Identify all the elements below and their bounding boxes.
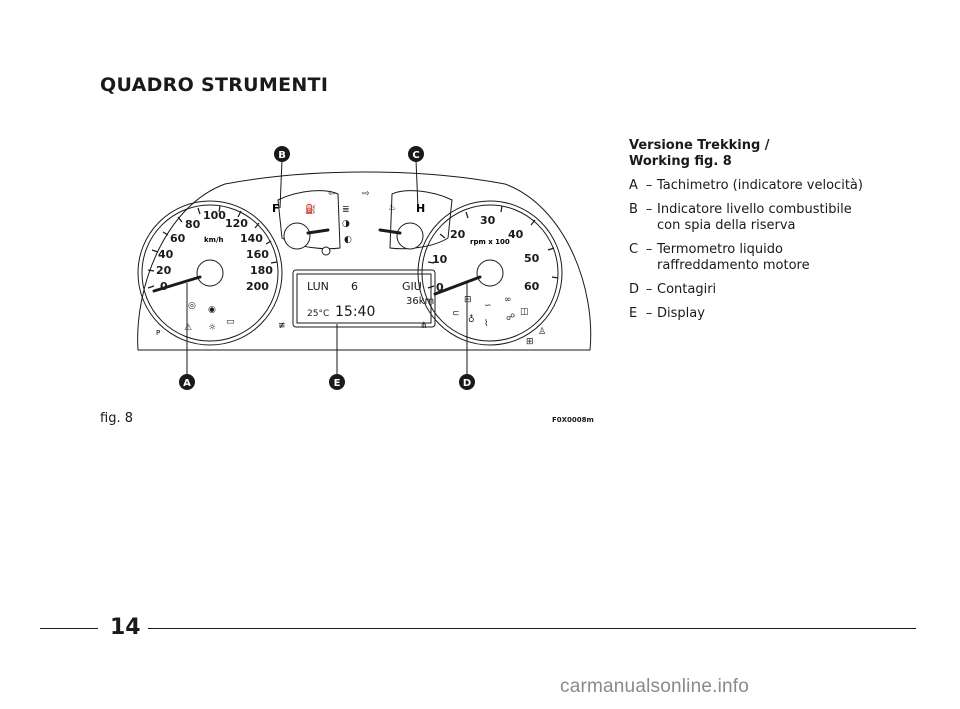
glow-plug-icon: ☼ xyxy=(208,323,216,333)
figure-code: F0X0008m xyxy=(552,416,594,424)
callout-badges: B C A E D xyxy=(179,146,475,390)
warning-lamps: ⛽ ⇦ ⇨ ≣ ◑ ◐ ♨ ◎ ◉ ⚠ ☼ ▭ ≢ ⋔ ⊟ ⊂ ♁ ∽ ⌇ ∞ … xyxy=(184,189,546,347)
temp-gauge-hub xyxy=(396,222,424,250)
rpm-tick-label: 40 xyxy=(508,228,524,241)
needles xyxy=(152,228,482,296)
display-day: LUN xyxy=(307,280,329,293)
speed-tick-label: 140 xyxy=(240,232,263,245)
speed-tick-label: 100 xyxy=(203,209,226,222)
display-trip: 36km xyxy=(406,296,434,307)
hazard-warning-icon: ⚠ xyxy=(184,323,192,333)
speed-tick-label: 80 xyxy=(185,218,201,231)
rpm-tick-label: 20 xyxy=(450,228,466,241)
fuel-needle xyxy=(306,228,330,235)
person-icon: ♙ xyxy=(538,327,546,337)
seatbelt-icon: ⌇ xyxy=(484,318,488,329)
cruise-icon: ◫ xyxy=(520,307,529,317)
parking-light-icon: ◐ xyxy=(344,235,352,245)
abs-icon: ◉ xyxy=(208,305,216,315)
rpm-tick-label: 10 xyxy=(432,253,448,266)
airbag-icon: ☍ xyxy=(506,313,515,323)
display-contents: LUN 6 GIU 36km 25°C 15:40 xyxy=(307,280,434,320)
page-title: QUADRO STRUMENTI xyxy=(100,74,329,96)
figure-caption: fig. 8 xyxy=(100,411,133,426)
rpm-tick-label: 50 xyxy=(524,252,540,265)
rpm-tick-label: 0 xyxy=(436,281,444,294)
display-date: 6 xyxy=(351,280,358,293)
callout-d: D xyxy=(463,378,471,389)
legend-item-e: E– Display xyxy=(629,306,705,321)
legend-heading: Versione Trekking / Working fig. 8 xyxy=(629,138,929,170)
temp-hot-mark: H xyxy=(416,202,425,215)
speedometer-ticks xyxy=(147,205,278,289)
cluster-housing xyxy=(137,171,592,351)
center-display-frame xyxy=(292,269,436,328)
page-rule-right xyxy=(148,628,916,629)
watermark: carmanualsonline.info xyxy=(560,676,750,697)
speed-tick-label: 180 xyxy=(250,264,273,277)
low-beam-icon: ◑ xyxy=(342,219,350,229)
speedometer-unit: km/h xyxy=(204,236,224,244)
charging-icon: ⊟ xyxy=(464,295,472,305)
callout-leaders xyxy=(186,159,468,376)
tachometer-unit: rpm x 100 xyxy=(470,238,510,246)
callout-b: B xyxy=(278,150,286,161)
instrument-cluster-figure: 0 20 40 60 80 100 120 140 160 180 200 km… xyxy=(130,138,600,398)
side-legend: Versione Trekking / Working fig. 8 A– Ta… xyxy=(629,138,929,330)
rpm-tick-label: 30 xyxy=(480,214,496,227)
fuel-pump-icon: ⛽ xyxy=(305,203,316,215)
engine-icon: ⊂ xyxy=(452,309,460,319)
legend-item-d: D– Contagiri xyxy=(629,282,717,297)
rear-fog-icon: ⋔ xyxy=(420,321,428,331)
page-number: 14 xyxy=(110,615,141,640)
brake-icon: ◎ xyxy=(188,301,196,311)
turn-right-icon: ⇨ xyxy=(362,189,370,199)
tachometer-hub xyxy=(476,259,504,287)
display-time: 15:40 xyxy=(335,304,375,320)
speed-tick-label: 40 xyxy=(158,248,174,261)
tachometer-labels: 0 10 20 30 40 50 60 xyxy=(432,214,540,294)
page-rule-left xyxy=(40,628,98,629)
legend-heading-line: Versione Trekking / xyxy=(629,138,770,153)
heated-window-icon: ⊞ xyxy=(526,337,534,347)
oil-icon: ♁ xyxy=(468,314,475,325)
coolant-temp-icon: ♨ xyxy=(388,203,396,213)
legend-heading-line: Working fig. 8 xyxy=(629,154,732,169)
speedometer-labels: 0 20 40 60 80 100 120 140 160 180 200 xyxy=(156,209,273,293)
speedometer-needle xyxy=(152,275,202,293)
instrument-cluster-drawing: 0 20 40 60 80 100 120 140 160 180 200 km… xyxy=(137,146,592,390)
fog-light-icon: ≢ xyxy=(278,321,286,331)
legend-item-b: B– Indicatore livello combustibile con s… xyxy=(629,202,852,233)
display-temp: 25°C xyxy=(307,309,329,319)
speed-tick-label: 160 xyxy=(246,248,269,261)
speedometer-dial xyxy=(137,200,283,346)
legend-item-a: A– Tachimetro (indicatore velocità) xyxy=(629,178,863,193)
speed-tick-label: 60 xyxy=(170,232,186,245)
speedometer-hub xyxy=(196,259,224,287)
temp-needle xyxy=(378,228,402,235)
tachometer-dial xyxy=(417,200,563,346)
turn-left-icon: ⇦ xyxy=(328,189,336,199)
temp-gauge-outline xyxy=(389,190,453,250)
battery-icon: ▭ xyxy=(226,317,235,327)
speed-tick-label: 120 xyxy=(225,217,248,230)
callout-e: E xyxy=(334,378,341,389)
high-beam-icon: ≣ xyxy=(342,205,350,215)
door-open-icon: ∞ xyxy=(504,295,512,305)
tachometer-needle xyxy=(433,275,482,296)
callout-a: A xyxy=(183,378,191,389)
callout-c: C xyxy=(412,150,419,161)
display-month: GIU xyxy=(402,280,422,293)
legend-item-c: C– Termometro liquido raffreddamento mot… xyxy=(629,242,810,273)
speed-tick-label: 20 xyxy=(156,264,172,277)
rpm-tick-label: 60 xyxy=(524,280,540,293)
reserve-lamp xyxy=(321,246,331,256)
oil-level-icon: ∽ xyxy=(484,301,492,311)
fuel-gauge-hub xyxy=(283,222,311,250)
corner-mark-p: P xyxy=(156,329,160,337)
speed-tick-label: 200 xyxy=(246,280,269,293)
tachometer-ticks xyxy=(427,205,559,289)
fuel-full-mark: F xyxy=(272,202,280,215)
